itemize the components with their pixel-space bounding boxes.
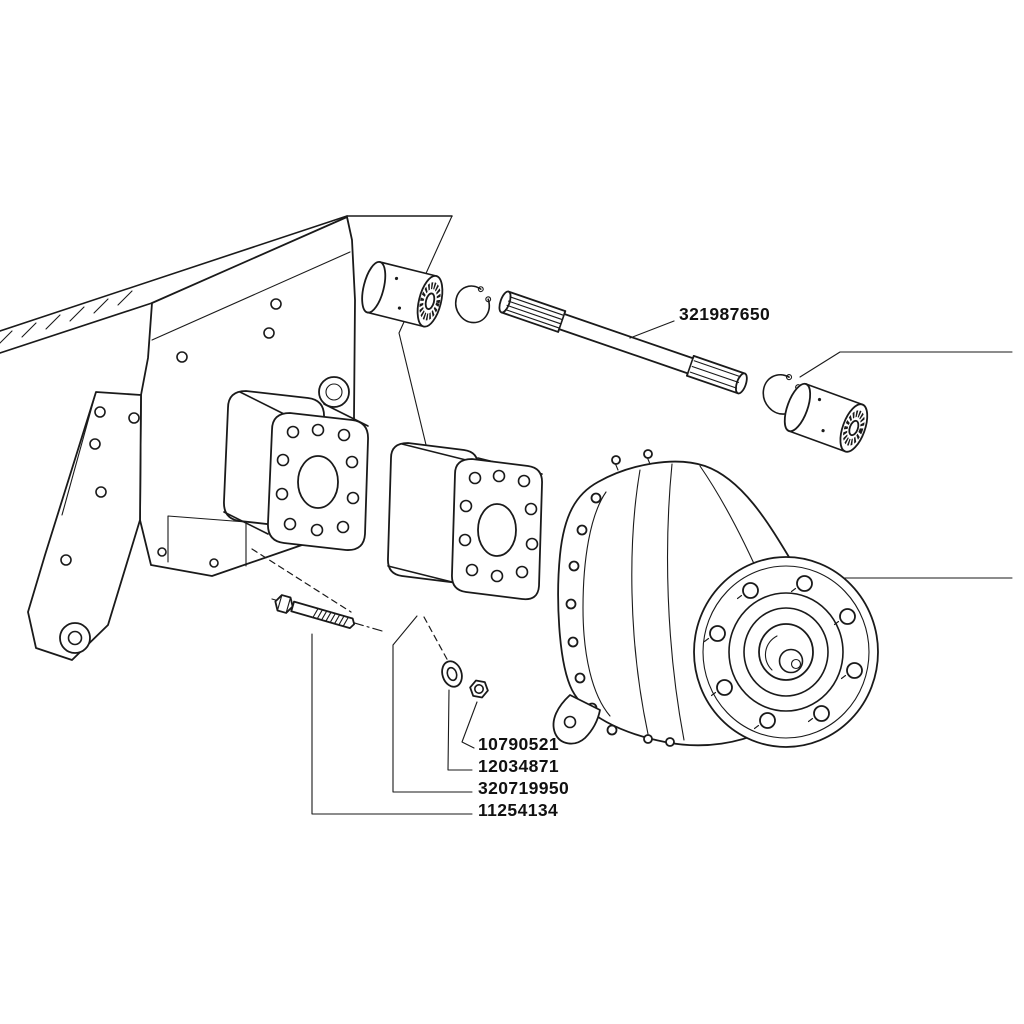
spline-ribs — [505, 296, 742, 389]
leader-line-sleeve-right — [799, 351, 1013, 378]
washer — [441, 660, 463, 688]
part-number-washer: 12034871 — [478, 756, 559, 776]
output-flange-disc — [693, 556, 879, 748]
spacer-center-bore — [477, 503, 517, 557]
leader-10790521 — [461, 701, 478, 749]
leader-12034871 — [447, 689, 473, 771]
spline-bore — [843, 410, 865, 446]
plate-center-bore — [297, 455, 339, 509]
hex-bolt — [274, 594, 356, 630]
flange-bolt-holes — [703, 575, 863, 730]
snap-ring-left — [454, 285, 492, 324]
bracket-lug — [59, 622, 91, 654]
plate-bolt-holes — [275, 423, 360, 537]
part-number-spacer: 320719950 — [478, 778, 569, 798]
assembly-dash-plate — [251, 548, 352, 613]
frame-holes — [60, 298, 282, 568]
leader-line-top — [398, 215, 453, 450]
bolt-threads — [312, 608, 349, 627]
leader-321987650 — [629, 320, 675, 339]
spline-bore — [419, 282, 441, 321]
spacer-bolt-holes — [458, 469, 539, 583]
mounting-plate — [223, 376, 369, 551]
section-hatching — [0, 290, 133, 344]
frame-support-bracket — [27, 391, 142, 661]
assembly-dash-washer — [423, 616, 449, 662]
coupling-sleeve-right — [783, 382, 869, 453]
coupling-sleeve-left — [361, 260, 444, 328]
pto-splined-shaft — [498, 290, 748, 395]
housing-flange-bolts — [565, 492, 618, 736]
plate-top-boss — [318, 376, 350, 408]
housing-top-studs — [611, 449, 653, 471]
leader-11254134 — [311, 633, 473, 815]
leader-320719950 — [392, 615, 473, 793]
part-number-nut: 10790521 — [478, 734, 559, 754]
spacer-plate — [387, 442, 543, 601]
hex-nut — [469, 679, 489, 699]
part-number-bolt: 11254134 — [478, 800, 558, 820]
part-number-shaft: 321987650 — [679, 304, 770, 324]
housing-bottom-tab — [552, 694, 601, 745]
